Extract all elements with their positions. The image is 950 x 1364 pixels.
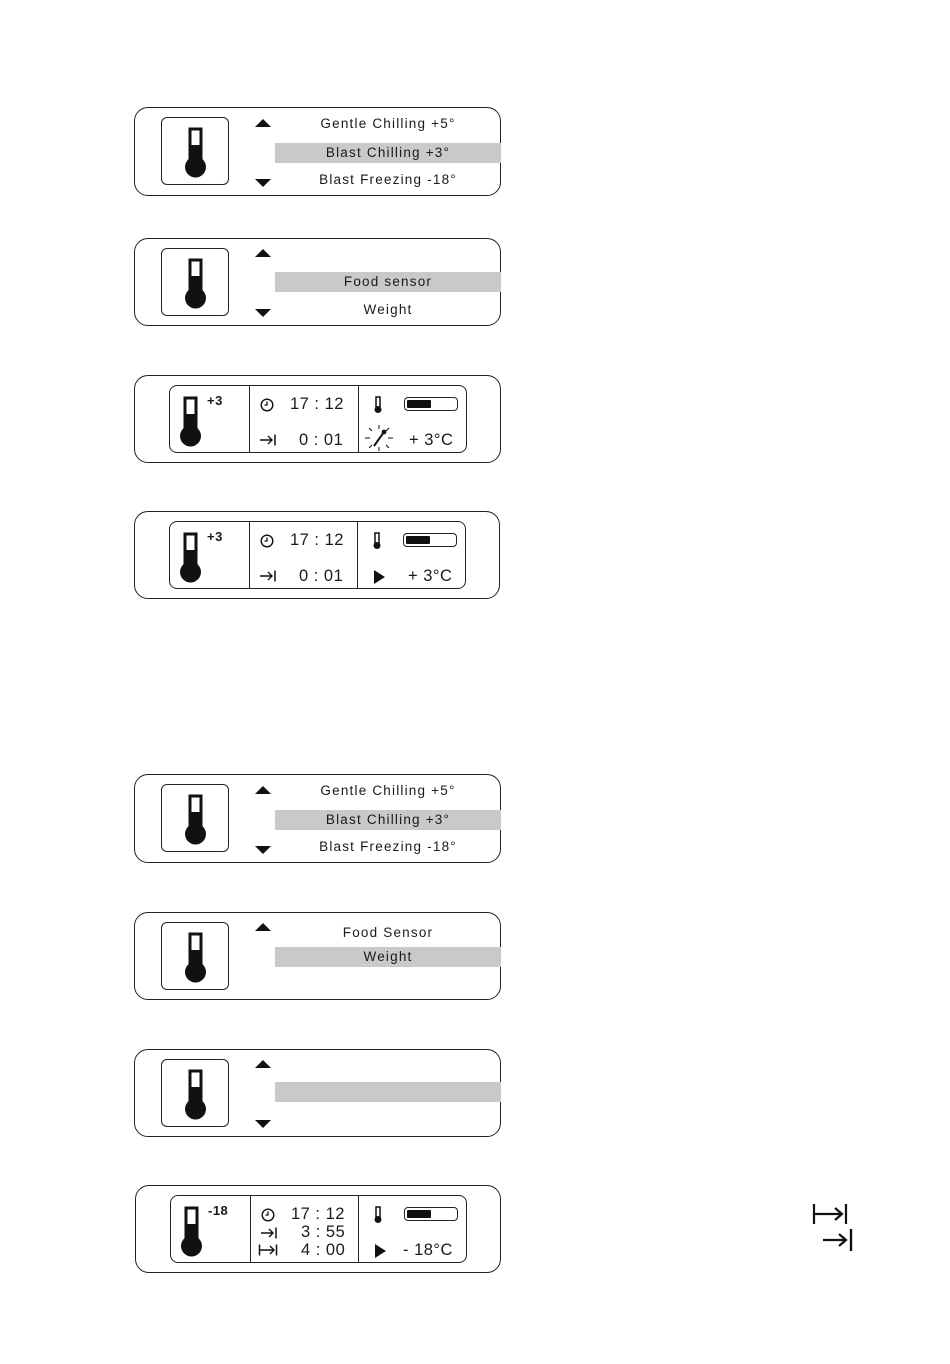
elapsed-time-icon — [259, 570, 277, 582]
clock-icon — [261, 1208, 275, 1222]
setpoint-value: +3 — [207, 529, 223, 544]
menu-screen-5 — [134, 1049, 501, 1137]
thermometer-icon-frame — [161, 117, 229, 185]
menu-item-blast-freezing[interactable]: Blast Freezing -18° — [275, 170, 501, 190]
duration-icon — [812, 1203, 848, 1225]
time-cell: 17 : 12 0 : 01 — [249, 386, 359, 452]
thermometer-icon — [183, 1069, 209, 1121]
time-cell: 17 : 12 3 : 55 4 : 00 — [250, 1196, 359, 1262]
scroll-down-arrow-icon[interactable] — [255, 846, 271, 854]
menu-item-blast-chilling[interactable]: Blast Chilling +3° — [275, 810, 501, 830]
setpoint-cell: +3 — [170, 386, 249, 452]
menu-item-weight[interactable]: Weight — [275, 947, 501, 967]
thermometer-icon-frame — [161, 922, 229, 990]
scroll-up-arrow-icon[interactable] — [255, 786, 271, 794]
clock-icon — [260, 534, 274, 548]
menu-item-weight[interactable]: Weight — [275, 300, 501, 320]
play-icon — [375, 1244, 387, 1258]
thermometer-icon — [178, 532, 204, 584]
duration-icon — [258, 1244, 278, 1256]
elapsed-value: 0 : 01 — [299, 567, 343, 586]
menu-item-blast-chilling[interactable]: Blast Chilling +3° — [275, 143, 501, 163]
clock-icon — [260, 398, 274, 412]
play-icon — [374, 570, 386, 584]
thermometer-icon — [183, 794, 209, 846]
setpoint-value: -18 — [208, 1203, 228, 1218]
scroll-up-arrow-icon[interactable] — [255, 1060, 271, 1068]
status-display: -18 17 : 12 3 : 55 4 : 00 — [170, 1195, 467, 1263]
menu-screen-4: Food Sensor Weight — [134, 912, 501, 1000]
scroll-down-arrow-icon[interactable] — [255, 1120, 271, 1128]
menu-item-blast-freezing[interactable]: Blast Freezing -18° — [275, 837, 501, 857]
elapsed-value: 3 : 55 — [301, 1223, 345, 1242]
temperature-value: + 3°C — [409, 431, 453, 450]
scroll-up-arrow-icon[interactable] — [255, 249, 271, 257]
menu-screen-2: Food sensor Weight — [134, 238, 501, 326]
time-cell: 17 : 12 0 : 01 — [249, 522, 358, 588]
thermometer-icon-frame — [161, 248, 229, 316]
menu-item-gentle-chilling[interactable]: Gentle Chilling +5° — [275, 114, 501, 134]
battery-fill — [406, 536, 430, 544]
clock-value: 17 : 12 — [290, 531, 344, 550]
status-screen-3: -18 17 : 12 3 : 55 4 : 00 — [135, 1185, 501, 1273]
setpoint-cell: +3 — [170, 522, 249, 588]
clock-value: 17 : 12 — [291, 1205, 345, 1224]
menu-item-gentle-chilling[interactable]: Gentle Chilling +5° — [275, 781, 501, 801]
thermometer-icon-frame — [161, 784, 229, 852]
clock-value: 17 : 12 — [290, 395, 344, 414]
temperature-value: - 18°C — [403, 1241, 453, 1260]
menu-item-empty-highlight[interactable] — [275, 1082, 501, 1102]
probe-cell: - 18°C — [358, 1196, 469, 1262]
status-display: +3 17 : 12 0 : 01 — [169, 385, 467, 453]
menu-screen-3: Gentle Chilling +5° Blast Chilling +3° B… — [134, 774, 501, 863]
menu-screen-1: Gentle Chilling +5° Blast Chilling +3° B… — [134, 107, 501, 196]
menu-item-food-sensor[interactable]: Food Sensor — [275, 923, 501, 943]
scroll-up-arrow-icon[interactable] — [255, 923, 271, 931]
battery-fill — [407, 400, 431, 408]
elapsed-value: 0 : 01 — [299, 431, 343, 450]
thermometer-icon — [183, 127, 209, 179]
setpoint-cell: -18 — [171, 1196, 250, 1262]
temperature-probe-icon — [372, 532, 382, 550]
elapsed-time-icon — [259, 434, 277, 446]
battery-level-bar — [403, 533, 457, 547]
elapsed-time-icon — [260, 1227, 278, 1239]
setpoint-value: +3 — [207, 393, 223, 408]
probe-flashing-icon — [363, 424, 395, 452]
thermometer-icon — [179, 1206, 205, 1258]
status-display: +3 17 : 12 0 : 01 + — [169, 521, 466, 589]
total-duration-value: 4 : 00 — [301, 1241, 345, 1260]
battery-level-bar — [404, 1207, 458, 1221]
elapsed-time-icon — [822, 1228, 854, 1252]
status-screen-2: +3 17 : 12 0 : 01 + — [134, 511, 500, 599]
scroll-down-arrow-icon[interactable] — [255, 179, 271, 187]
temperature-value: + 3°C — [408, 567, 452, 586]
probe-cell: + 3°C — [358, 386, 469, 452]
temperature-probe-icon — [373, 396, 383, 414]
battery-level-bar — [404, 397, 458, 411]
thermometer-icon — [183, 932, 209, 984]
battery-fill — [407, 1210, 431, 1218]
thermometer-icon — [178, 396, 204, 448]
thermometer-icon-frame — [161, 1059, 229, 1127]
thermometer-icon — [183, 258, 209, 310]
menu-item-food-sensor[interactable]: Food sensor — [275, 272, 501, 292]
status-screen-1: +3 17 : 12 0 : 01 — [134, 375, 501, 463]
scroll-up-arrow-icon[interactable] — [255, 119, 271, 127]
probe-cell: + 3°C — [357, 522, 468, 588]
scroll-down-arrow-icon[interactable] — [255, 309, 271, 317]
temperature-probe-icon — [373, 1206, 383, 1224]
